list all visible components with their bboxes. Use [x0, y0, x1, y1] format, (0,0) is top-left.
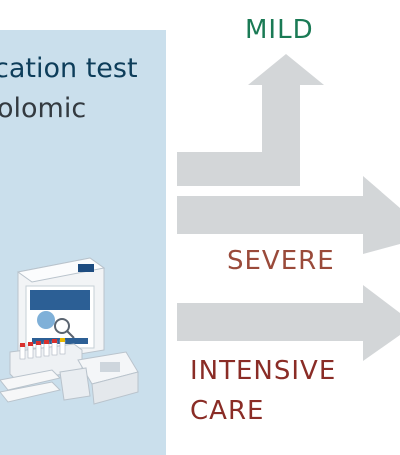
care-label: CARE — [190, 396, 265, 426]
test-kit-panel: cation test olomic — [0, 30, 166, 455]
arrow-intensive-care — [177, 285, 400, 361]
panel-title: cation test — [0, 53, 138, 84]
severe-label: SEVERE — [227, 246, 335, 276]
panel-subtitle: olomic — [0, 93, 87, 124]
arrow-mild — [177, 54, 324, 186]
arrow-severe — [177, 176, 400, 254]
intensive-label: INTENSIVE — [190, 356, 337, 386]
mild-label: MILD — [245, 15, 314, 45]
test-kit-image — [0, 257, 139, 405]
